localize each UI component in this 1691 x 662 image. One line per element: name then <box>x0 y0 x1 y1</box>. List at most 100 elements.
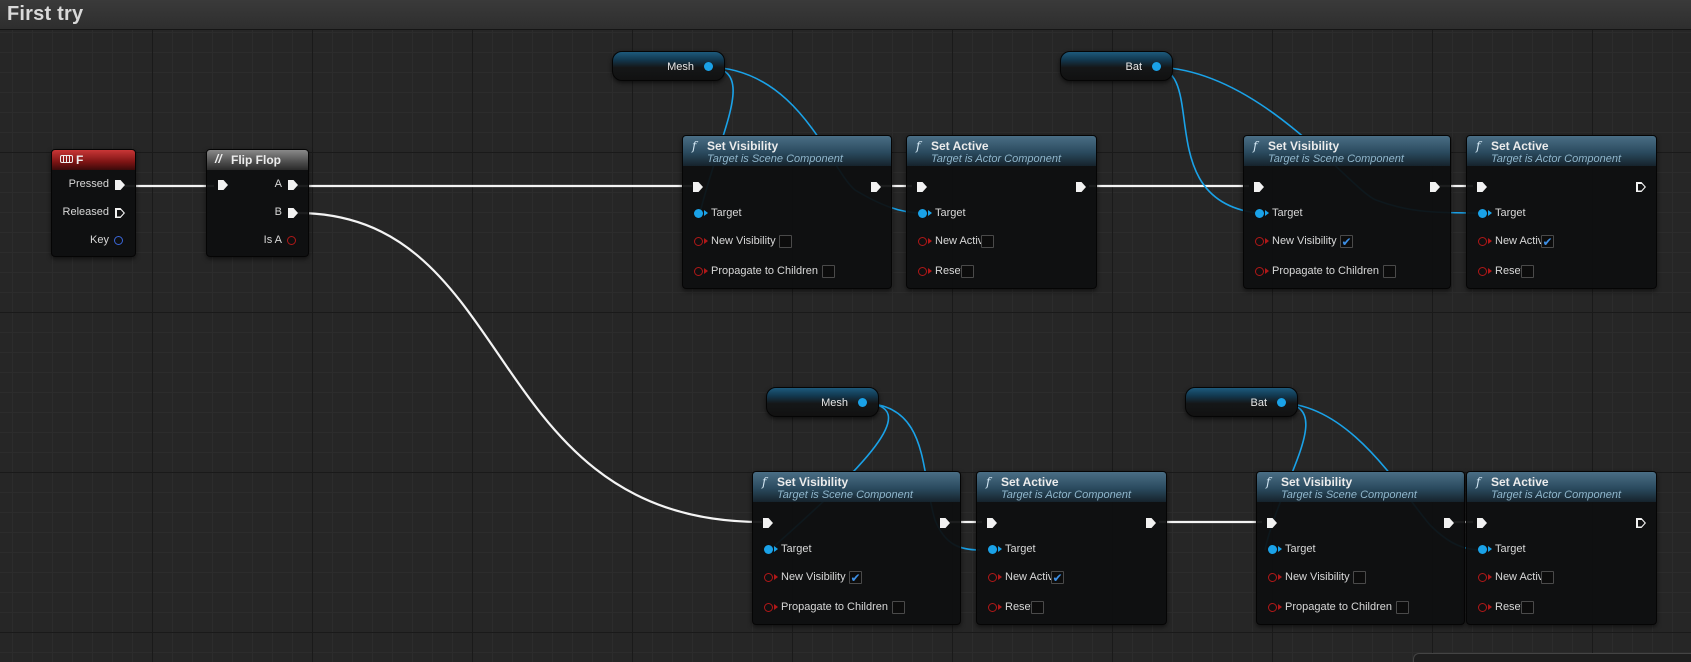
a-pin-label: A <box>274 178 282 190</box>
new-visibility-checkbox[interactable]: ✔ <box>849 571 862 585</box>
exec-input-pin[interactable] <box>763 518 773 528</box>
new-active-checkbox[interactable]: ✔ <box>1541 235 1554 249</box>
a-exec-pin[interactable] <box>288 180 298 190</box>
exec-input-pin[interactable] <box>987 518 997 528</box>
new-active-pin-label: New Active <box>935 235 990 247</box>
propagate-bool-pin[interactable] <box>764 603 773 612</box>
new-active-checkbox[interactable] <box>981 235 994 248</box>
reset-bool-pin[interactable] <box>1478 267 1487 276</box>
pin-arrow <box>1488 238 1492 244</box>
exec-input-pin[interactable] <box>1477 182 1487 192</box>
key-struct-pin[interactable] <box>114 236 123 245</box>
target-pin-label: Target <box>711 207 742 219</box>
propagate-checkbox[interactable] <box>1383 265 1396 278</box>
target-object-pin[interactable] <box>1255 209 1264 218</box>
new-active-bool-pin[interactable] <box>1478 237 1487 246</box>
mesh-object-pin[interactable] <box>858 398 867 407</box>
propagate-bool-pin[interactable] <box>1255 267 1264 276</box>
new-active-checkbox[interactable]: ✔ <box>1051 571 1064 585</box>
new-active-bool-pin[interactable] <box>1478 573 1487 582</box>
target-object-pin[interactable] <box>988 545 997 554</box>
minimap-panel[interactable] <box>1413 653 1691 662</box>
new-visibility-bool-pin[interactable] <box>694 237 703 246</box>
node-subtitle: Target is Scene Component <box>777 489 913 501</box>
b-exec-pin[interactable] <box>288 208 298 218</box>
bat-object-pin[interactable] <box>1152 62 1161 71</box>
exec-output-pin[interactable] <box>940 518 950 528</box>
reset-bool-pin[interactable] <box>1478 603 1487 612</box>
target-object-pin[interactable] <box>694 209 703 218</box>
propagate-checkbox[interactable] <box>1396 601 1409 614</box>
new-visibility-checkbox[interactable] <box>779 235 792 248</box>
new-visibility-bool-pin[interactable] <box>764 573 773 582</box>
exec-output-pin[interactable] <box>1076 182 1086 192</box>
exec-output-pin[interactable] <box>1444 518 1454 528</box>
reset-checkbox[interactable] <box>961 265 974 278</box>
node-subtitle: Target is Actor Component <box>1491 489 1622 501</box>
reset-checkbox[interactable] <box>1031 601 1044 614</box>
is-a-bool-pin[interactable] <box>287 236 296 245</box>
mesh-object-pin[interactable] <box>704 62 713 71</box>
new-active-bool-pin[interactable] <box>988 573 997 582</box>
exec-input-pin[interactable] <box>1267 518 1277 528</box>
target-object-pin[interactable] <box>1268 545 1277 554</box>
exec-output-pin[interactable] <box>1636 518 1646 528</box>
new-visibility-checkbox[interactable]: ✔ <box>1340 235 1353 249</box>
exec-input-pin[interactable] <box>1477 518 1487 528</box>
exec-input-pin[interactable] <box>917 182 927 192</box>
released-pin-label: Released <box>62 206 109 218</box>
new-active-checkbox[interactable] <box>1541 571 1554 584</box>
propagate-checkbox[interactable] <box>822 265 835 278</box>
node-title: F <box>76 153 84 167</box>
flip-flop-node[interactable]: // Flip Flop A B Is A <box>206 149 309 257</box>
bat-variable-node[interactable]: Bat <box>1060 51 1173 81</box>
exec-output-pin[interactable] <box>1146 518 1156 528</box>
propagate-checkbox[interactable] <box>892 601 905 614</box>
bat-object-pin[interactable] <box>1277 398 1286 407</box>
reset-checkbox[interactable] <box>1521 601 1534 614</box>
exec-output-pin[interactable] <box>1430 182 1440 192</box>
pin-arrow <box>1265 268 1269 274</box>
target-object-pin[interactable] <box>1478 545 1487 554</box>
new-visibility-bool-pin[interactable] <box>1255 237 1264 246</box>
flipflop-exec-input[interactable] <box>218 180 228 190</box>
target-object-pin[interactable] <box>764 545 773 554</box>
exec-output-pin[interactable] <box>871 182 881 192</box>
new-active-pin-label: New Active <box>1495 571 1550 583</box>
propagate-bool-pin[interactable] <box>1268 603 1277 612</box>
exec-input-pin[interactable] <box>1254 182 1264 192</box>
target-object-pin[interactable] <box>1478 209 1487 218</box>
reset-bool-pin[interactable] <box>988 603 997 612</box>
node-title: Set Visibility <box>1281 475 1353 489</box>
bat-variable-node[interactable]: Bat <box>1185 387 1298 417</box>
function-icon: f <box>762 475 767 489</box>
exec-output-pin[interactable] <box>1636 182 1646 192</box>
propagate-bool-pin[interactable] <box>694 267 703 276</box>
pressed-exec-pin[interactable] <box>115 180 125 190</box>
keyboard-event-node-f[interactable]: F Pressed Released Key <box>51 149 136 257</box>
exec-input-pin[interactable] <box>693 182 703 192</box>
new-active-bool-pin[interactable] <box>918 237 927 246</box>
reset-bool-pin[interactable] <box>918 267 927 276</box>
pin-arrow <box>704 238 708 244</box>
pin-arrow <box>928 238 932 244</box>
new-visibility-checkbox[interactable] <box>1353 571 1366 584</box>
released-exec-pin[interactable] <box>115 208 125 218</box>
reset-checkbox[interactable] <box>1521 265 1534 278</box>
target-object-pin[interactable] <box>918 209 927 218</box>
function-icon: f <box>986 475 991 489</box>
mesh-variable-node[interactable]: Mesh <box>766 387 879 417</box>
new-visibility-bool-pin[interactable] <box>1268 573 1277 582</box>
mesh-variable-node[interactable]: Mesh <box>612 51 725 81</box>
new-visibility-pin-label: New Visibility <box>781 571 846 583</box>
